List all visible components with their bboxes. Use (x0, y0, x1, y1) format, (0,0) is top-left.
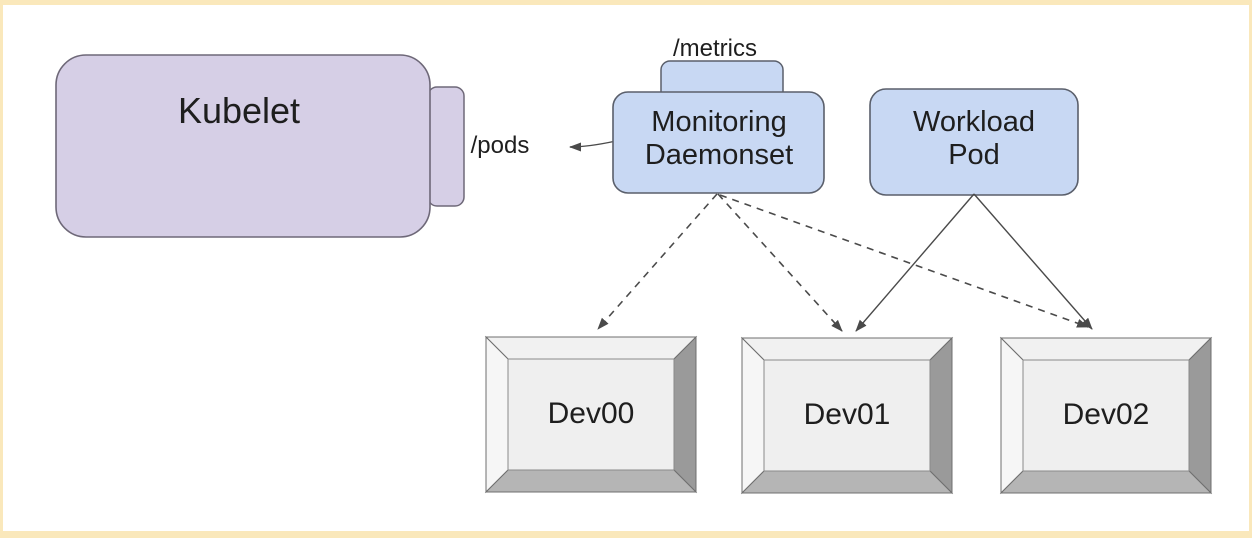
device-dev02: Dev02 (999, 336, 1213, 495)
edge-workload-to-dev02 (973, 193, 1093, 330)
device-top-face (999, 337, 1213, 361)
edge-monitoring-to-dev00 (597, 193, 718, 330)
device-left-face (485, 335, 509, 494)
device-top-face (740, 337, 954, 361)
monitoring-daemonset-label-line2: Daemonset (645, 139, 793, 171)
monitoring-daemonset-box (612, 91, 825, 194)
kubelet-back-panel (427, 86, 465, 207)
workload-pod-label-line2: Pod (948, 139, 1000, 171)
device-bottom-face (740, 470, 954, 494)
device-bottom-face (484, 469, 698, 493)
kubelet-label: Kubelet (178, 90, 300, 131)
device-label: Dev00 (548, 397, 635, 430)
workload-pod-label-line1: Workload (913, 106, 1035, 138)
device-label: Dev01 (804, 398, 891, 431)
edge-workload-to-dev01 (855, 193, 975, 332)
device-bottom-face (999, 470, 1213, 494)
device-screen (507, 358, 675, 471)
workload-pod-node: Workload Pod (869, 88, 1079, 196)
device-dev00: Dev00 (484, 335, 698, 494)
device-dev01: Dev01 (740, 336, 954, 495)
pods-endpoint-label: /pods (471, 132, 530, 159)
device-left-face (741, 336, 765, 495)
monitoring-daemonset-node: Monitoring Daemonset (612, 91, 825, 194)
edge-monitoring-to-dev01 (717, 193, 843, 332)
edge-monitoring-to-pods-arrow (569, 140, 617, 152)
device-right-face (929, 336, 953, 495)
edge-monitoring-to-dev02 (719, 194, 1089, 328)
frame-border-top (0, 0, 1252, 5)
metrics-endpoint-label: /metrics (673, 35, 757, 62)
device-label: Dev02 (1063, 398, 1150, 431)
device-right-face (673, 335, 697, 494)
kubelet-box (55, 54, 431, 238)
device-left-face (1000, 336, 1024, 495)
device-right-face (1188, 336, 1212, 495)
frame-border-bottom (0, 531, 1252, 538)
frame-border-right (1249, 0, 1252, 538)
kubelet-node: Kubelet (55, 54, 465, 238)
device-screen (1022, 359, 1190, 472)
monitoring-daemonset-label-line1: Monitoring (651, 106, 786, 138)
device-screen (763, 359, 931, 472)
device-top-face (484, 336, 698, 360)
frame-border-left (0, 0, 3, 538)
